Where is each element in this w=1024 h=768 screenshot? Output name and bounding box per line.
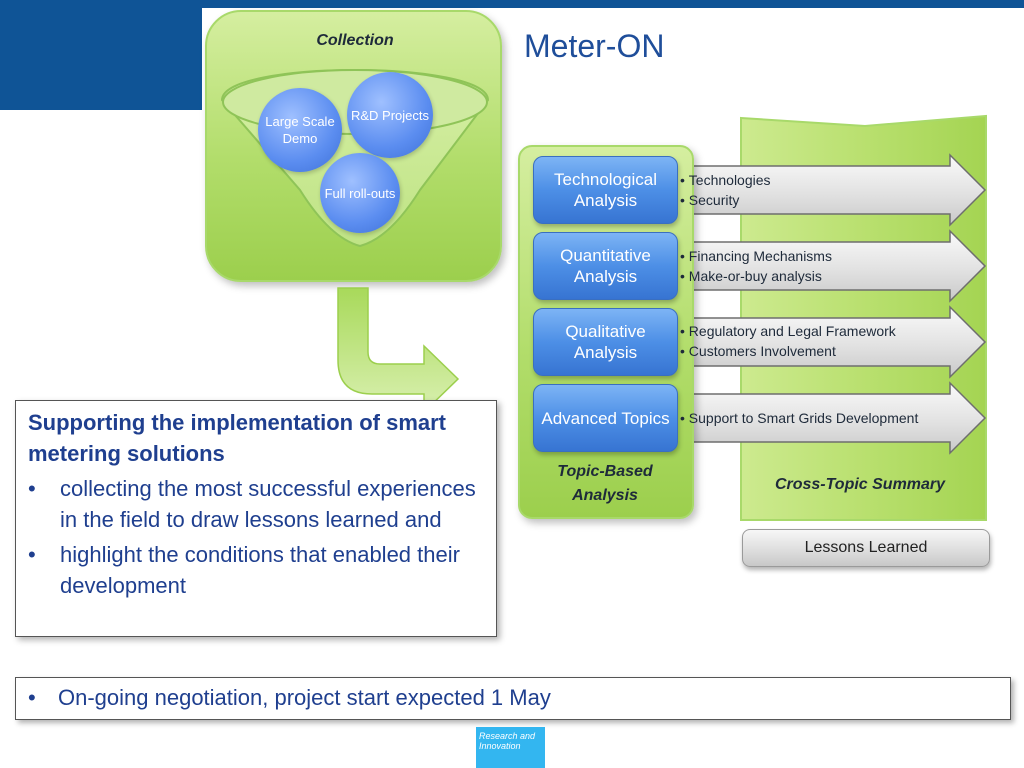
collection-title: Collection: [316, 32, 394, 49]
bullet-dot: •: [28, 476, 36, 501]
bullet-dot: •: [28, 542, 36, 567]
bubble-full-rollouts: Full roll-outs: [320, 153, 400, 233]
technological-analysis-box: Technological Analysis: [533, 156, 678, 224]
support-bullet-text: collecting the most successful experienc…: [60, 476, 476, 532]
support-bullet-1: • collecting the most successful experie…: [28, 473, 484, 535]
bullet-smart-grids: Support to Smart Grids Development: [680, 408, 919, 428]
bullet-make-or-buy: Make-or-buy analysis: [680, 266, 832, 286]
qualitative-bullets: Regulatory and Legal Framework Customers…: [680, 321, 896, 361]
header-band: [0, 0, 1024, 8]
bullet-regulatory-framework: Regulatory and Legal Framework: [680, 321, 896, 341]
support-text-box: Supporting the implementation of smart m…: [15, 400, 497, 637]
support-heading: Supporting the implementation of smart m…: [28, 410, 447, 466]
bubble-rd-projects: R&D Projects: [347, 72, 433, 158]
status-box: • On-going negotiation, project start exp…: [15, 677, 1011, 720]
qualitative-analysis-box: Qualitative Analysis: [533, 308, 678, 376]
header-block: [0, 0, 202, 110]
cross-topic-arrow: [740, 114, 987, 521]
bullet-financing-mechanisms: Financing Mechanisms: [680, 246, 832, 266]
support-bullet-text: highlight the conditions that enabled th…: [60, 542, 460, 598]
bubble-large-scale-demo: Large Scale Demo: [258, 88, 342, 172]
lessons-learned-box: Lessons Learned: [742, 529, 990, 567]
page-title: Meter-ON: [524, 28, 665, 64]
advanced-bullets: Support to Smart Grids Development: [680, 408, 919, 428]
cross-topic-title: Cross-Topic Summary: [774, 476, 946, 493]
bullet-dot: •: [28, 685, 36, 710]
connector-arrow: [337, 287, 460, 414]
collection-panel: [205, 10, 502, 282]
status-text: On-going negotiation, project start expe…: [58, 685, 551, 710]
support-bullet-2: • highlight the conditions that enabled …: [28, 539, 484, 601]
advanced-topics-box: Advanced Topics: [533, 384, 678, 452]
quantitative-analysis-box: Quantitative Analysis: [533, 232, 678, 300]
topic-based-title: Topic-Based Analysis: [557, 463, 653, 504]
bullet-customers-involvement: Customers Involvement: [680, 341, 896, 361]
bullet-technologies: Technologies: [680, 170, 771, 190]
research-innovation-logo: Research and Innovation: [476, 727, 545, 768]
quantitative-bullets: Financing Mechanisms Make-or-buy analysi…: [680, 246, 832, 286]
technological-bullets: Technologies Security: [680, 170, 771, 210]
bullet-security: Security: [680, 190, 771, 210]
